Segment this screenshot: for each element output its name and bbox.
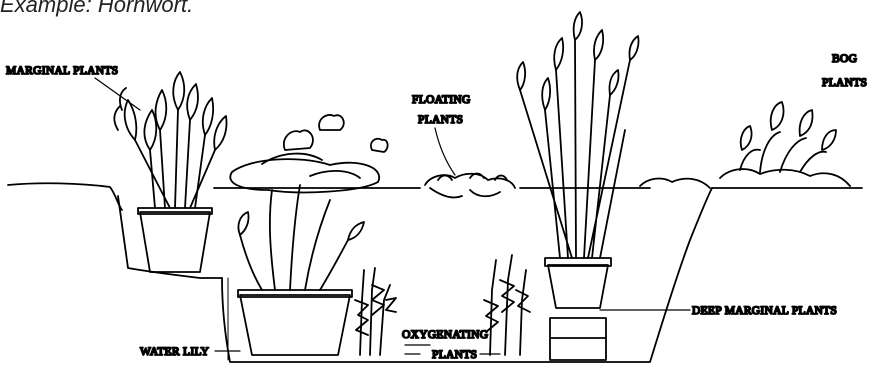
label-marginal-plants: MARGINAL PLANTS [6, 65, 118, 77]
label-bog-2: PLANTS [822, 77, 867, 89]
label-oxygenating-2: PLANTS [432, 349, 477, 361]
label-oxygenating-1: OXYGENATING [402, 329, 488, 341]
leader-marginal [95, 78, 140, 110]
bog-plants [640, 102, 850, 188]
deep-marginal-plants [517, 12, 638, 360]
label-floating-1: FLOATING [412, 94, 471, 106]
leader-lines [95, 78, 690, 354]
leader-floating [435, 128, 455, 175]
label-water-lily: WATER LILY [140, 346, 210, 358]
label-bog-1: BOG [832, 53, 857, 65]
caption-text: Example: Hornwort. [0, 0, 193, 18]
floating-plants [425, 174, 515, 198]
label-floating-2: PLANTS [418, 114, 463, 126]
label-deep-marginal-plants: DEEP MARGINAL PLANTS [692, 305, 837, 317]
marginal-plants [114, 72, 226, 272]
